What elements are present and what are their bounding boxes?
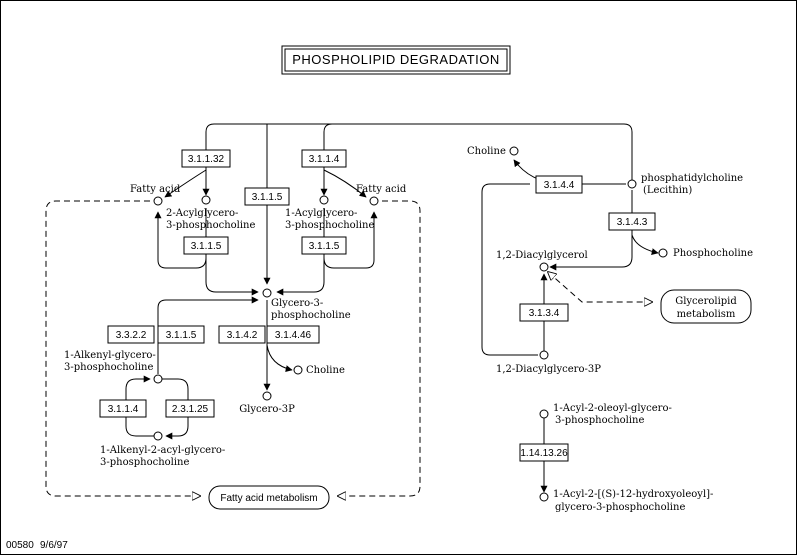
edge-2acyl-to-glycero3pc <box>205 208 259 296</box>
label-alkenyl-line1: 1-Alkenyl-glycero- <box>64 350 156 361</box>
enzyme-label: 2.3.1.25 <box>172 404 209 415</box>
enzyme-label: 3.1.1.4 <box>309 154 340 165</box>
node-1-acyl-2-oleoyl-glycero-3-phosphocholine[interactable] <box>539 409 549 419</box>
enzyme-3-1-3-4[interactable]: 3.1.3.4 <box>519 303 569 322</box>
label-alkenylacyl-line2: 3-phosphocholine <box>100 457 189 468</box>
enzyme-1-14-13-26[interactable]: 1.14.13.26 <box>519 443 569 462</box>
node-phosphatidylcholine[interactable] <box>627 179 637 189</box>
node-choline-right[interactable] <box>509 146 519 156</box>
enzyme-3-1-1-4-low[interactable]: 3.1.1.4 <box>99 399 147 418</box>
enzyme-label: 3.1.1.32 <box>188 154 225 165</box>
enzyme-3-1-4-2[interactable]: 3.1.4.2 <box>218 325 266 344</box>
label-oleoyl-line2: 3-phosphocholine <box>555 415 644 426</box>
enzyme-boxes: 3.1.1.32 3.1.1.4 3.1.1.5 3.1.1.5 3.1.1.5… <box>99 149 656 462</box>
node-1-2-diacylglycero-3p[interactable] <box>539 350 549 360</box>
label-glycero-3p: Glycero-3P <box>239 404 295 415</box>
node-2-acylglycero-3-phosphocholine[interactable] <box>201 195 211 205</box>
page-title: PHOSPHOLIPID DEGRADATION <box>292 52 500 67</box>
label-phosphatidylcholine-line1: phosphatidylcholine <box>641 173 743 184</box>
enzyme-label: 3.1.4.46 <box>275 330 312 341</box>
map-link-glycerolipid-metabolism[interactable]: Glycerolipid metabolism <box>660 289 752 324</box>
node-choline-mid[interactable] <box>293 365 303 375</box>
enzyme-label: 3.1.1.5 <box>191 241 222 252</box>
label-2-acylglycero-line1: 2-Acylglycero- <box>166 208 238 219</box>
node-1-alkenyl-glycero-3-phosphocholine[interactable] <box>153 374 163 384</box>
enzyme-label: 3.1.3.4 <box>529 308 560 319</box>
enzyme-label: 3.1.1.5 <box>252 192 283 203</box>
edge-to-phosphocholine <box>631 234 659 256</box>
enzyme-label: 3.1.1.5 <box>309 241 340 252</box>
label-fatty-acid-left: Fatty acid <box>130 184 181 195</box>
map-link-fatty-acid-metabolism[interactable]: Fatty acid metabolism <box>208 485 330 510</box>
node-1-acylglycero-3-phosphocholine[interactable] <box>319 195 329 205</box>
enzyme-3-1-1-5-left[interactable]: 3.1.1.5 <box>183 236 229 255</box>
enzyme-3-1-4-3[interactable]: 3.1.4.3 <box>608 212 656 231</box>
node-phosphocholine[interactable] <box>658 248 668 258</box>
label-phosphatidylcholine-line2: (Lecithin) <box>643 185 692 196</box>
edge-diacylglycerol-glycerolipid <box>548 272 652 302</box>
map-label-line2: metabolism <box>677 309 736 320</box>
enzyme-3-1-4-4[interactable]: 3.1.4.4 <box>535 175 583 194</box>
enzyme-3-1-1-4-top[interactable]: 3.1.1.4 <box>301 149 347 168</box>
edge-pc-to-diacylglycerol <box>549 190 633 271</box>
edge-to-fatty-acid-left <box>164 169 207 198</box>
map-label-line1: Glycerolipid <box>675 296 737 307</box>
node-fatty-acid-left[interactable] <box>153 196 163 206</box>
footer-date: 9/6/97 <box>40 540 68 551</box>
node-1-2-diacylglycerol[interactable] <box>539 262 549 272</box>
node-glycero-3-phosphocholine[interactable] <box>262 288 272 298</box>
enzyme-label: 3.1.1.4 <box>108 404 139 415</box>
label-oleoyl-line1: 1-Acyl-2-oleoyl-glycero- <box>553 403 672 414</box>
edge-1acyl-fatty-acid <box>323 211 378 269</box>
label-hydroxy-line1: 1-Acyl-2-[(S)-12-hydroxyoleoyl]- <box>553 489 713 500</box>
compound-nodes <box>153 146 668 502</box>
node-1-acyl-2-hydroxyoleoyl-glycero-3-phosphocholine[interactable] <box>539 492 549 502</box>
label-diacylglycerol: 1,2-Diacylglycerol <box>496 250 588 261</box>
enzyme-label: 1.14.13.26 <box>520 448 568 459</box>
label-alkenyl-line2: 3-phosphocholine <box>64 362 153 373</box>
label-phosphocholine: Phosphocholine <box>673 248 753 259</box>
enzyme-3-3-2-2[interactable]: 3.3.2.2 <box>107 325 155 344</box>
enzyme-label: 3.1.4.2 <box>227 330 258 341</box>
label-glycero-3pc-line2: phosphocholine <box>271 310 351 321</box>
enzyme-3-1-1-32[interactable]: 3.1.1.32 <box>181 149 231 168</box>
edge-fatty-acid-right-to-metabolism <box>338 200 421 496</box>
label-choline-right: Choline <box>467 146 506 157</box>
enzyme-3-1-1-5-right[interactable]: 3.1.1.5 <box>301 236 347 255</box>
label-alkenylacyl-line1: 1-Alkenyl-2-acyl-glycero- <box>100 445 225 456</box>
label-glycero-3pc-line1: Glycero-3- <box>271 298 323 309</box>
enzyme-3-1-1-5-top[interactable]: 3.1.1.5 <box>244 187 290 206</box>
map-label: Fatty acid metabolism <box>220 493 317 504</box>
title-box: PHOSPHOLIPID DEGRADATION <box>281 45 511 75</box>
edge-to-fatty-acid-right <box>323 169 367 198</box>
label-fatty-acid-right: Fatty acid <box>356 184 407 195</box>
node-glycero-3p[interactable] <box>262 391 272 401</box>
enzyme-3-1-4-46[interactable]: 3.1.4.46 <box>266 325 320 344</box>
edge-pc-to-1acyl <box>320 123 333 196</box>
edge-glycero3pc-to-choline <box>266 344 293 373</box>
node-fatty-acid-right[interactable] <box>369 196 379 206</box>
node-1-alkenyl-2-acyl-glycero-3-phosphocholine[interactable] <box>153 431 163 441</box>
label-choline-mid: Choline <box>306 365 345 376</box>
edge-2acyl-fatty-acid <box>154 211 207 269</box>
edge-pc-to-2acyl <box>202 123 633 196</box>
enzyme-2-3-1-25[interactable]: 2.3.1.25 <box>165 399 215 418</box>
edge-1acyl-to-glycero3pc <box>276 208 325 296</box>
label-1-acylglycero-line2: 3-phosphocholine <box>285 220 374 231</box>
label-2-acylglycero-line2: 3-phosphocholine <box>166 220 255 231</box>
enzyme-label: 3.1.1.5 <box>166 330 197 341</box>
edge-pc-to-diacylglycero3p <box>481 183 538 356</box>
enzyme-label: 3.1.4.3 <box>617 217 648 228</box>
label-hydroxy-line2: glycero-3-phosphocholine <box>555 502 685 513</box>
edge-alkenyl-to-glycero3pc <box>157 296 259 374</box>
footer-map-id: 00580 <box>6 540 34 551</box>
enzyme-label: 3.1.4.4 <box>544 180 575 191</box>
label-diacylglycero-3p: 1,2-Diacylglycero-3P <box>496 364 601 375</box>
label-1-acylglycero-line1: 1-Acylglycero- <box>285 208 357 219</box>
enzyme-label: 3.3.2.2 <box>116 330 147 341</box>
compound-labels: Fatty acid 2-Acylglycero- 3-phosphocholi… <box>64 146 753 513</box>
enzyme-3-1-1-5-low[interactable]: 3.1.1.5 <box>157 325 205 344</box>
